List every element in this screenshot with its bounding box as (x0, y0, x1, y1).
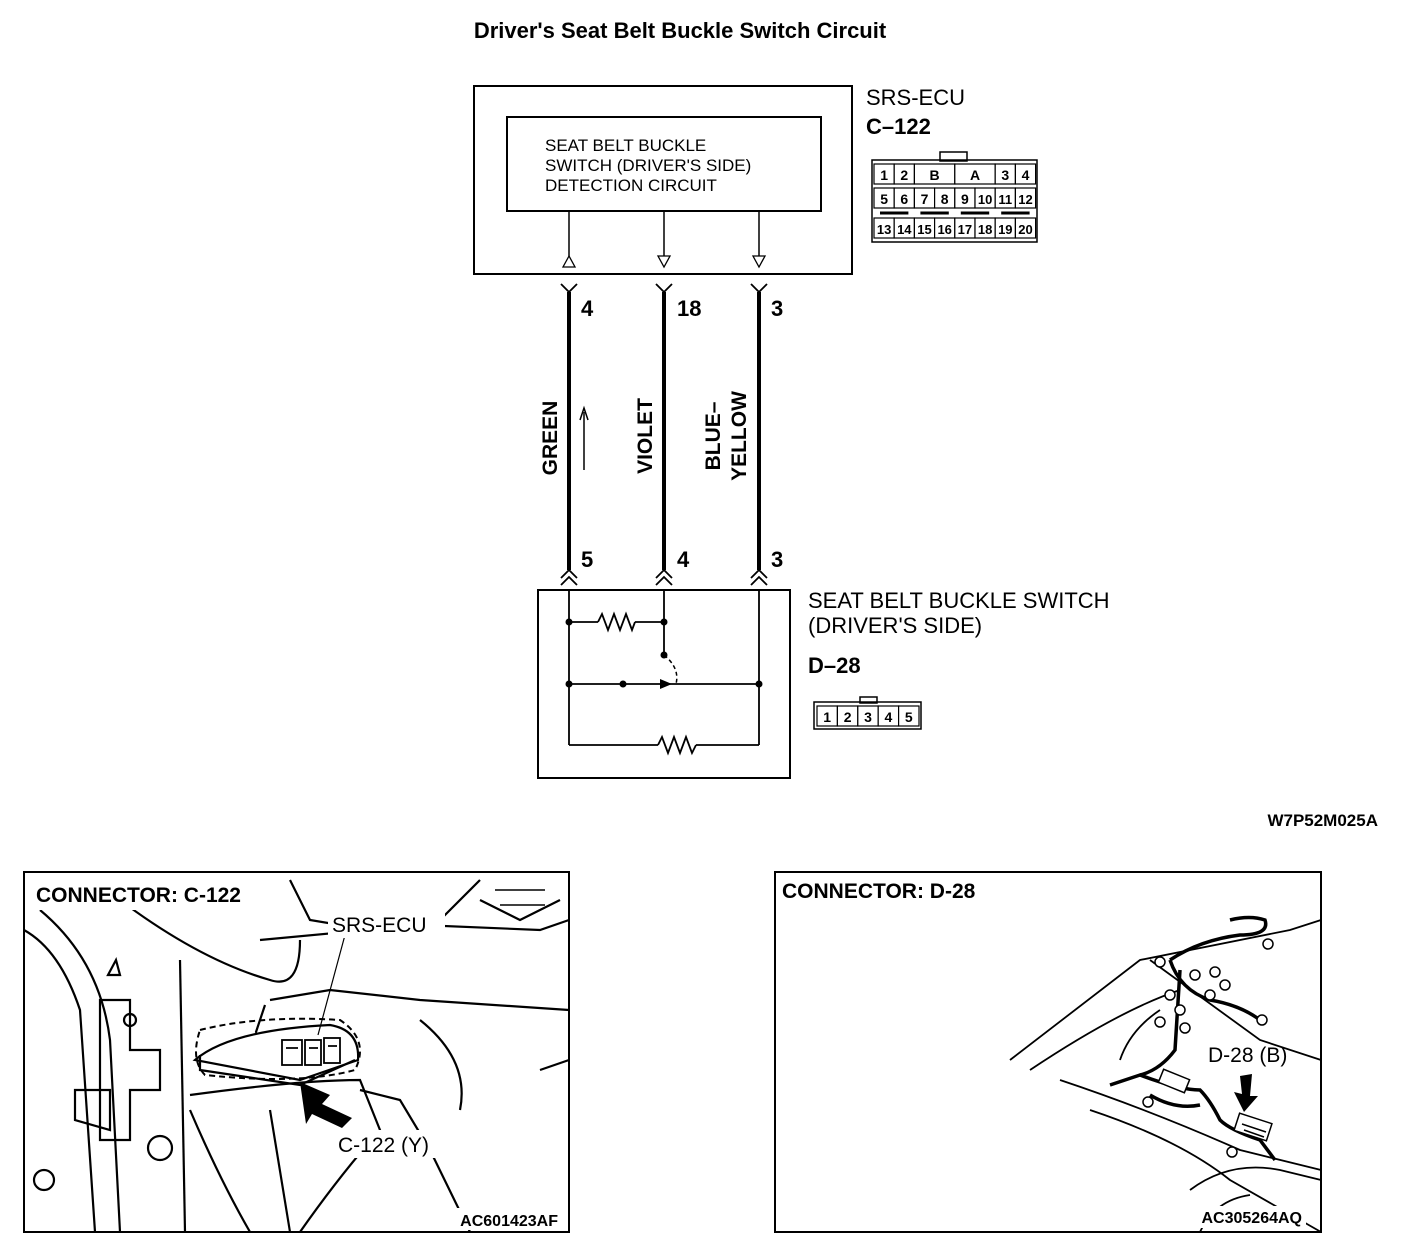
switch-name-label: (DRIVER'S SIDE) (808, 613, 982, 638)
input-terminal-icon (561, 254, 577, 268)
pin-label: 1 (880, 167, 888, 183)
pin-cell (1014, 163, 1037, 185)
ecu-pin-number: 4 (581, 296, 594, 321)
connector-arrow-icon (300, 1082, 352, 1128)
ecu-pin-number: 3 (771, 296, 783, 321)
switch-connector-label: D–28 (808, 653, 861, 678)
pin-label: 4 (1022, 167, 1030, 183)
page-title: Driver's Seat Belt Buckle Switch Circuit (474, 18, 887, 43)
ecu-name-label: SRS-ECU (866, 85, 965, 110)
pin-label: 2 (900, 167, 908, 183)
resistor-icon (657, 734, 697, 756)
pin-label: 7 (921, 191, 929, 207)
pin-label: 4 (885, 709, 893, 725)
ecu-connector-chevron-icon (750, 283, 768, 294)
pin-label: 17 (958, 222, 972, 237)
pin-label: A (970, 167, 980, 183)
ecu-location-highlight (195, 1017, 361, 1080)
connector-d28-panel: CONNECTOR: D-28 D-28 (B) AC305264AQ (774, 871, 1322, 1233)
illustration-code: AC601423AF (460, 1213, 558, 1230)
switch-connector-chevron-icon (750, 568, 768, 579)
pin-label: 14 (897, 222, 912, 237)
switch-pin-number: 4 (677, 547, 690, 572)
panel-title: CONNECTOR: C-122 (36, 884, 241, 907)
wire-color-label: BLUE– (702, 401, 725, 470)
switch-name-label: SEAT BELT BUCKLE SWITCH (808, 588, 1110, 613)
pin-label: 5 (880, 191, 888, 207)
detection-circuit-line-3: DETECTION CIRCUIT (545, 176, 717, 195)
resistor-icon (597, 611, 636, 633)
pin-label: B (930, 167, 940, 183)
pin-label: 3 (1001, 167, 1009, 183)
switch-contact-icon (663, 654, 678, 685)
connector-latch (859, 696, 878, 704)
switch-connector-chevron-icon (655, 568, 673, 579)
buckle-switch-block: SEAT BELT BUCKLE SWITCH (DRIVER'S SIDE) … (537, 588, 1110, 779)
switch-pin-number: 3 (771, 547, 783, 572)
pin-label: 20 (1018, 222, 1032, 237)
current-direction-arrow-icon (579, 405, 589, 470)
vehicle-interior-illustration (23, 879, 570, 1233)
pin-cell (1014, 187, 1037, 209)
ecu-callout-label: SRS-ECU (332, 914, 427, 937)
pin-label: 10 (978, 192, 992, 207)
connector-arrow-icon (1234, 1074, 1258, 1112)
connector-latch (939, 151, 968, 162)
ecu-connector-label: C–122 (866, 114, 931, 139)
connector-callout-label: D-28 (B) (1208, 1044, 1287, 1067)
pin-label: 1 (823, 709, 831, 725)
switch-connector-chevron-icon (560, 568, 578, 579)
ecu-connector-chevron-icon (560, 283, 578, 294)
output-terminal-icon (656, 255, 672, 269)
pin-label: 15 (917, 222, 931, 237)
illustration-code: AC305264AQ (1202, 1210, 1303, 1227)
detection-circuit-line-1: SEAT BELT BUCKLE (545, 136, 706, 155)
connector-callout-label: C-122 (Y) (338, 1134, 429, 1157)
pin-label: 5 (905, 709, 913, 725)
floor-harness-illustration (1009, 919, 1322, 1233)
clip-icons (1142, 938, 1274, 1158)
pin-label: 9 (961, 191, 969, 207)
srs-ecu-outline (473, 85, 853, 275)
panel-title: CONNECTOR: D-28 (782, 880, 976, 903)
pin-label: 3 (864, 709, 872, 725)
pin-label: 19 (998, 222, 1012, 237)
wire-color-label: YELLOW (728, 391, 751, 481)
srs-ecu-block: SEAT BELT BUCKLE SWITCH (DRIVER'S SIDE) … (473, 85, 965, 275)
ecu-pin-number: 18 (677, 296, 701, 321)
wire-harness: 4 18 3 5 4 3 GREEN VIOLET BLUE– YELLOW (539, 283, 783, 586)
pin-label: 6 (900, 191, 908, 207)
output-terminal-icon (751, 255, 767, 269)
pin-label: 18 (978, 222, 992, 237)
diagram-code: W7P52M025A (1267, 811, 1378, 830)
detection-circuit-line-2: SWITCH (DRIVER'S SIDE) (545, 156, 751, 175)
pin-label: 8 (941, 191, 949, 207)
pin-cell (897, 705, 920, 727)
ecu-connector-illustration (281, 1037, 341, 1066)
pin-label: 13 (877, 222, 891, 237)
pin-label: 11 (998, 192, 1012, 207)
wire-color-label: VIOLET (634, 398, 657, 474)
d28-connector-illustration (1157, 1068, 1273, 1142)
switch-pin-number: 5 (581, 547, 593, 572)
pin-label: 2 (844, 709, 852, 725)
ecu-connector-chevron-icon (655, 283, 673, 294)
pin-cell (1014, 217, 1037, 239)
wire-color-label: GREEN (539, 401, 562, 476)
connector-c122-panel: CONNECTOR: C-122 SRS-ECU C-122 (Y) AC601… (23, 871, 570, 1233)
pin-label: 12 (1018, 192, 1032, 207)
pin-label: 16 (937, 222, 951, 237)
